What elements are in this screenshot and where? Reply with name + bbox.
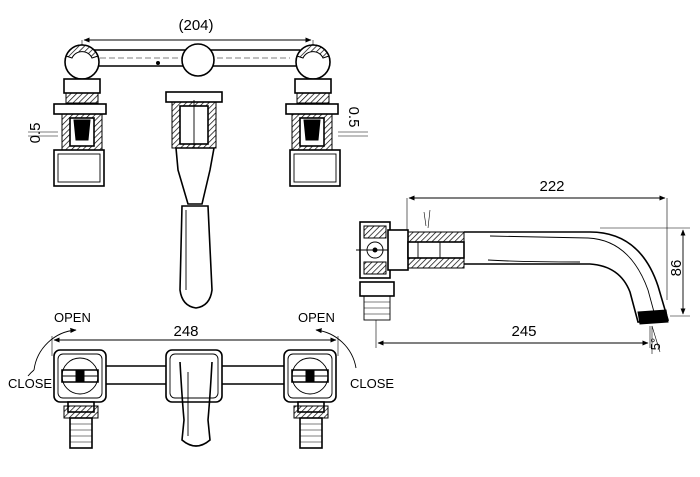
center-spout-plate [165, 349, 223, 447]
left-handle [53, 349, 107, 449]
dimension-spout-angle: 5° [648, 325, 663, 354]
dim-spout-height: 86 [668, 260, 685, 277]
dimension-top-centers: (204) [81, 17, 314, 55]
dim-top-centers: (204) [178, 17, 213, 34]
dim-left-offset: 0.5 [27, 123, 44, 144]
dimension-bottom-width: 248 [51, 323, 339, 356]
front-view: (204) [27, 17, 368, 309]
left-valve-body [53, 44, 107, 187]
dimension-right-offset: 0.5 [338, 107, 368, 137]
dimension-spout-height: 86 [600, 227, 690, 317]
dim-spout-length-bottom: 245 [511, 323, 536, 340]
side-view: 222 86 [356, 178, 690, 354]
center-body [165, 43, 223, 309]
label-left-open: OPEN [54, 310, 91, 325]
dim-spout-angle: 5° [648, 338, 663, 350]
label-right-open: OPEN [298, 310, 335, 325]
label-right-close: CLOSE [350, 376, 394, 391]
dimension-left-offset: 0.5 [27, 123, 58, 144]
dimension-spout-length-bottom: 245 [375, 320, 651, 348]
right-handle [283, 349, 337, 449]
plan-view: 248 [8, 310, 394, 449]
dim-bottom-width: 248 [173, 323, 198, 340]
label-left-close: CLOSE [8, 376, 52, 391]
right-valve-body [285, 44, 341, 187]
dim-spout-length-top: 222 [539, 178, 564, 195]
dim-right-offset: 0.5 [345, 107, 362, 128]
